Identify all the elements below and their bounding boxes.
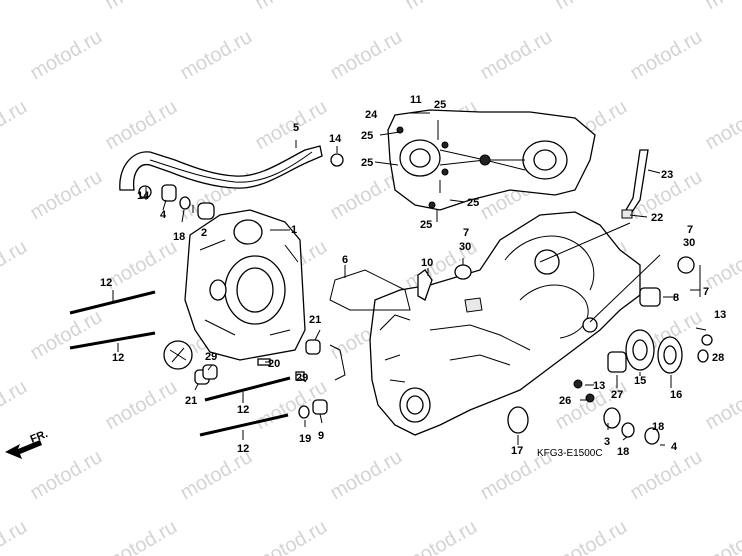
callout-30: 30 — [683, 237, 695, 249]
watermark-text: motod.ru — [702, 96, 742, 155]
callout-17: 17 — [511, 445, 523, 457]
callout-7: 7 — [687, 224, 693, 236]
callout-27: 27 — [611, 389, 623, 401]
callout-4: 4 — [160, 209, 167, 221]
watermark-text: motod.ru — [102, 376, 181, 435]
right-crankcase — [369, 211, 641, 436]
callout-12: 12 — [112, 352, 124, 364]
watermark-text: motod.ru — [402, 516, 481, 556]
callout-10: 10 — [421, 257, 433, 269]
left-crankcase — [163, 209, 306, 370]
callout-25: 25 — [420, 219, 432, 231]
gasket — [329, 269, 411, 381]
callout-9: 9 — [318, 430, 324, 442]
watermark-text: motod.ru — [552, 516, 631, 556]
watermark-text: motod.ru — [552, 0, 631, 14]
watermark-text: motod.ru — [102, 516, 181, 556]
callout-14: 14 — [137, 190, 150, 202]
leader-lines — [112, 112, 707, 446]
callout-2: 2 — [201, 227, 207, 239]
watermark-text: motod.ru — [702, 516, 742, 556]
direction-label: FR. — [29, 428, 50, 446]
callout-25: 25 — [467, 197, 479, 209]
watermark-text: motod.ru — [177, 26, 256, 85]
callout-30: 30 — [459, 241, 471, 253]
callout-4: 4 — [671, 441, 678, 453]
callout-7: 7 — [463, 227, 469, 239]
watermark-text: motod.ru — [102, 236, 181, 295]
watermark-text: motod.ru — [702, 0, 742, 14]
callout-23: 23 — [661, 169, 673, 181]
watermark-text: motod.ru — [0, 0, 31, 14]
callout-11: 11 — [410, 94, 422, 106]
callout-5: 5 — [293, 122, 299, 134]
watermark-text: motod.ru — [0, 236, 31, 295]
watermark-text: motod.ru — [627, 446, 706, 505]
callout-26: 26 — [559, 395, 571, 407]
callout-7: 7 — [703, 286, 709, 298]
watermark-text: motod.ru — [327, 446, 406, 505]
watermark-text: motod.ru — [0, 516, 31, 556]
watermark-text: motod.ru — [102, 96, 181, 155]
callout-25: 25 — [361, 130, 373, 142]
watermark-text: motod.ru — [102, 0, 181, 14]
watermark-text: motod.ru — [627, 26, 706, 85]
watermark-text: motod.ru — [327, 26, 406, 85]
watermark-text: motod.ru — [477, 26, 556, 85]
callout-3: 3 — [604, 436, 610, 448]
callout-25: 25 — [361, 157, 373, 169]
callout-25: 25 — [434, 99, 446, 111]
callout-19: 19 — [299, 433, 311, 445]
diagram-reference-code: KFG3-E1500C — [537, 448, 603, 459]
watermark-text: motod.ru — [252, 96, 331, 155]
watermark-text: motod.ru — [27, 306, 106, 365]
breather-hose — [119, 145, 323, 191]
callout-29: 29 — [205, 351, 217, 363]
callout-14: 14 — [329, 133, 342, 145]
studs — [69, 290, 291, 437]
crankcase-cover — [387, 109, 596, 211]
callout-16: 16 — [670, 389, 682, 401]
watermark-text: motod.ru — [27, 166, 106, 225]
callout-13: 13 — [593, 380, 605, 392]
left-small-parts — [138, 153, 433, 419]
callout-29: 29 — [296, 372, 308, 384]
callout-13: 13 — [714, 309, 726, 321]
callout-24: 24 — [365, 109, 378, 121]
callout-22: 22 — [651, 212, 663, 224]
callout-21: 21 — [309, 314, 321, 326]
callout-18: 18 — [173, 231, 185, 243]
callout-18: 18 — [617, 446, 629, 458]
front-direction-indicator: FR. — [5, 428, 50, 459]
watermark-text: motod.ru — [702, 376, 742, 435]
watermark-text: motod.ru — [27, 26, 106, 85]
callout-1: 1 — [291, 224, 297, 236]
callout-20: 20 — [268, 358, 280, 370]
callout-6: 6 — [342, 254, 348, 266]
callout-8: 8 — [673, 292, 679, 304]
watermark-text: motod.ru — [402, 0, 481, 14]
callout-28: 28 — [712, 352, 724, 364]
callout-labels: 1 2 3 4 4 5 6 7 7 7 8 9 10 11 12 12 12 1… — [100, 94, 726, 458]
watermark-text: motod.ru — [27, 446, 106, 505]
callout-21: 21 — [185, 395, 197, 407]
watermark-text: motod.ru — [252, 516, 331, 556]
watermark-text: motod.ru — [0, 96, 31, 155]
watermark-text: motod.ru — [0, 376, 31, 435]
drain-tube — [621, 149, 649, 219]
watermark-text: motod.ru — [252, 0, 331, 14]
callout-12: 12 — [237, 404, 249, 416]
callout-18: 18 — [652, 421, 664, 433]
callout-12: 12 — [100, 277, 112, 289]
callout-15: 15 — [634, 375, 646, 387]
callout-12: 12 — [237, 443, 249, 455]
